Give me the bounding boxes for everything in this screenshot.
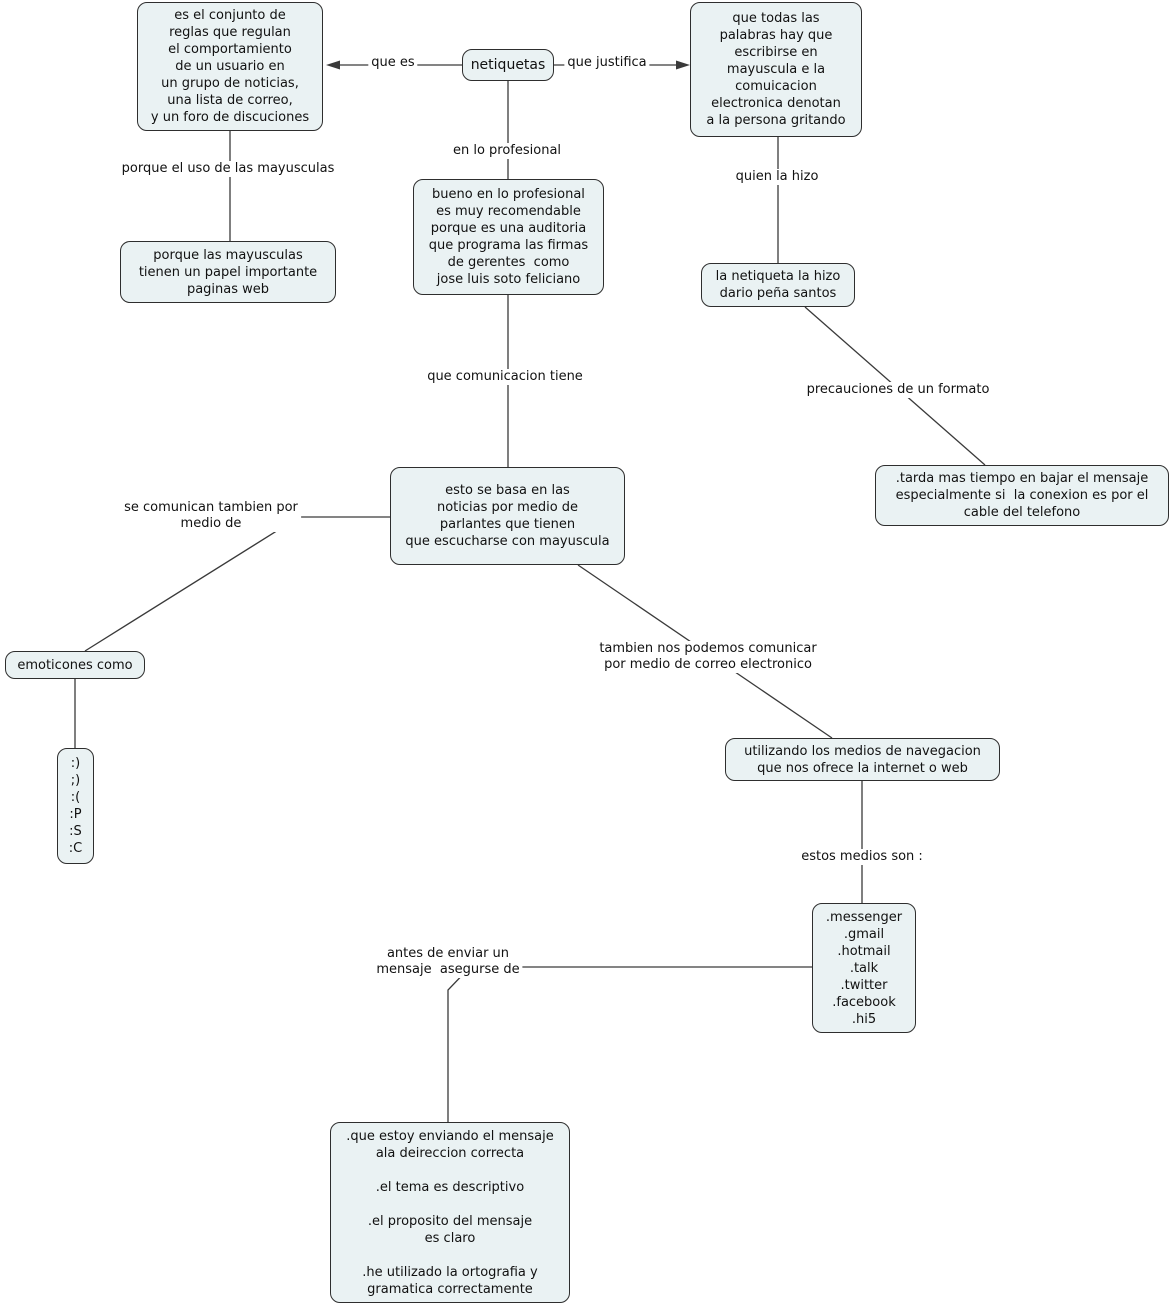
link-label-en-lo-profesional[interactable]: en lo profesional bbox=[449, 143, 565, 159]
concept-node-medios[interactable]: .messenger .gmail .hotmail .talk .twitte… bbox=[812, 903, 916, 1033]
concept-node-navegacion[interactable]: utilizando los medios de navegacion que … bbox=[725, 738, 1000, 781]
concept-node-emoticon-list[interactable]: :) ;) :( :P :S :C bbox=[57, 748, 94, 864]
concept-node-definicion[interactable]: es el conjunto de reglas que regulan el … bbox=[137, 2, 323, 131]
link-label-que-justifica[interactable]: que justifica bbox=[564, 55, 650, 71]
concept-node-profesional[interactable]: bueno en lo profesional es muy recomenda… bbox=[413, 179, 604, 295]
link-label-antes-de[interactable]: antes de enviar un mensaje asegurse de bbox=[373, 946, 523, 978]
concept-node-autor[interactable]: la netiqueta la hizo dario peña santos bbox=[701, 263, 855, 307]
connector-line bbox=[84, 516, 390, 652]
arrow-left-icon bbox=[326, 60, 340, 70]
concept-node-emoticones[interactable]: emoticones como bbox=[5, 651, 145, 679]
concept-node-mayusculas-gritando[interactable]: que todas las palabras hay que escribirs… bbox=[690, 2, 862, 137]
link-label-que-es[interactable]: que es bbox=[368, 55, 418, 71]
concept-node-netiquetas[interactable]: netiquetas bbox=[462, 49, 554, 81]
link-label-precauciones[interactable]: precauciones de un formato bbox=[803, 382, 993, 398]
concept-node-papel-paginas[interactable]: porque las mayusculas tienen un papel im… bbox=[120, 241, 336, 303]
link-label-estos-medios[interactable]: estos medios son : bbox=[798, 849, 926, 865]
concept-node-tarda[interactable]: .tarda mas tiempo en bajar el mensaje es… bbox=[875, 465, 1169, 526]
arrow-right-icon bbox=[676, 60, 690, 70]
link-label-quien-la-hizo[interactable]: quien la hizo bbox=[732, 169, 822, 185]
link-label-tambien-nos[interactable]: tambien nos podemos comunicar por medio … bbox=[596, 641, 820, 673]
concept-node-parlantes[interactable]: esto se basa en las noticias por medio d… bbox=[390, 467, 625, 565]
concept-node-checklist[interactable]: .que estoy enviando el mensaje ala deire… bbox=[330, 1122, 570, 1303]
link-label-porque-el-uso[interactable]: porque el uso de las mayusculas bbox=[118, 161, 338, 177]
link-label-se-comunican[interactable]: se comunican tambien por medio de bbox=[121, 500, 301, 532]
connector-line bbox=[447, 966, 812, 1122]
link-label-que-comunicacion[interactable]: que comunicacion tiene bbox=[424, 369, 586, 385]
